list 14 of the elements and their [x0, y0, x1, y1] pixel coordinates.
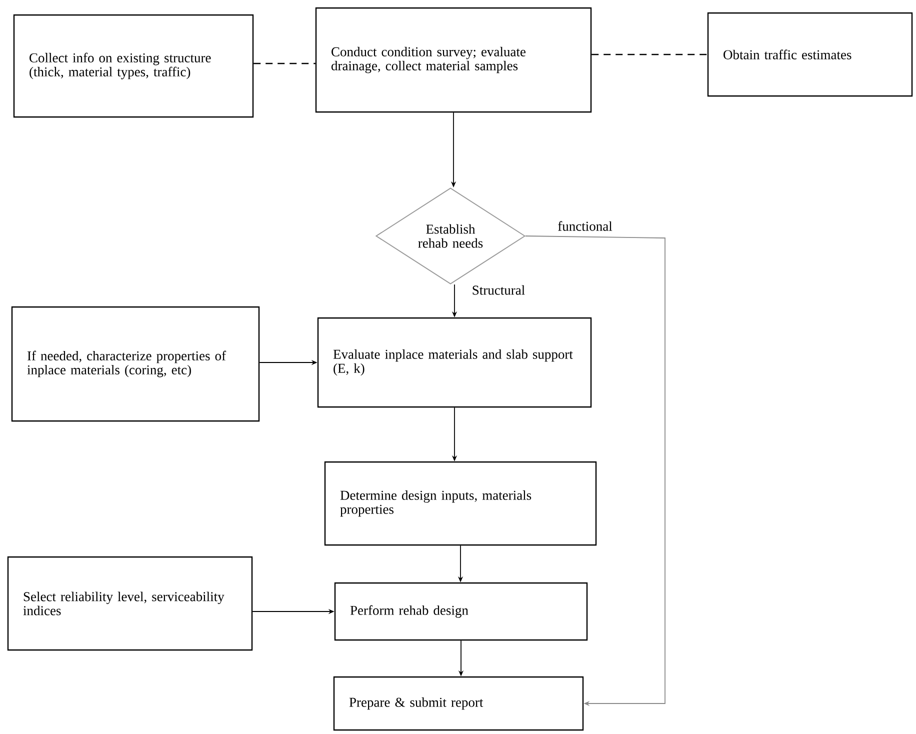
process-box: Evaluate inplace materials and slab support (E, k)	[317, 317, 592, 408]
arrow	[525, 236, 666, 706]
process-box: Select reliability level, serviceability indices	[7, 556, 253, 651]
edge-label: functional	[556, 220, 614, 232]
process-box: Conduct condition survey; evaluate drainage, collect material samples	[315, 7, 592, 113]
process-box: Perform rehab design	[334, 582, 588, 641]
process-box: Prepare & submit report	[333, 676, 584, 731]
process-box: If needed, characterize properties of inplace materials (coring, etc)	[11, 306, 260, 422]
connector-line	[254, 62, 316, 64]
process-box: Obtain traffic estimates	[707, 12, 913, 97]
edge-label: Structural	[470, 284, 526, 296]
process-box: Determine design inputs, materials properties	[324, 461, 597, 546]
process-box: Collect info on existing structure (thick, material types, traffic)	[13, 14, 254, 118]
connector-line	[592, 54, 708, 56]
